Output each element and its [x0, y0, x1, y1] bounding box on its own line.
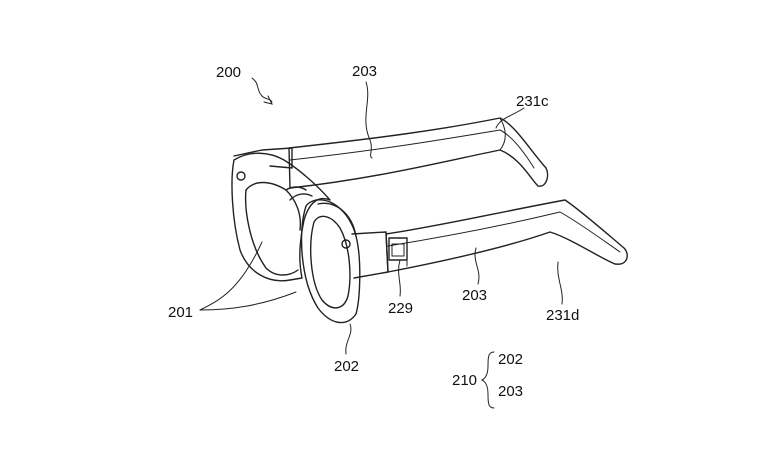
label-203-mid: 203 — [462, 287, 487, 304]
brace-210 — [480, 351, 495, 409]
glasses-frame — [231, 147, 361, 324]
label-231c: 231c — [516, 93, 549, 110]
label-231d: 231d — [546, 307, 579, 324]
label-203-top: 203 — [352, 63, 377, 80]
label-201: 201 — [168, 304, 193, 321]
label-202-group: 202 — [498, 351, 523, 368]
label-202: 202 — [334, 358, 359, 375]
label-210: 210 — [452, 372, 477, 389]
leader-lines — [199, 77, 563, 409]
label-200: 200 — [216, 64, 241, 81]
label-203-group: 203 — [498, 383, 523, 400]
far-temple-arm — [288, 117, 549, 189]
label-229: 229 — [388, 300, 413, 317]
near-temple-arm — [385, 199, 628, 273]
hinge-block — [351, 231, 408, 279]
reference-labels: 200 203 231c 201 229 203 231d 202 210 20… — [168, 63, 579, 400]
